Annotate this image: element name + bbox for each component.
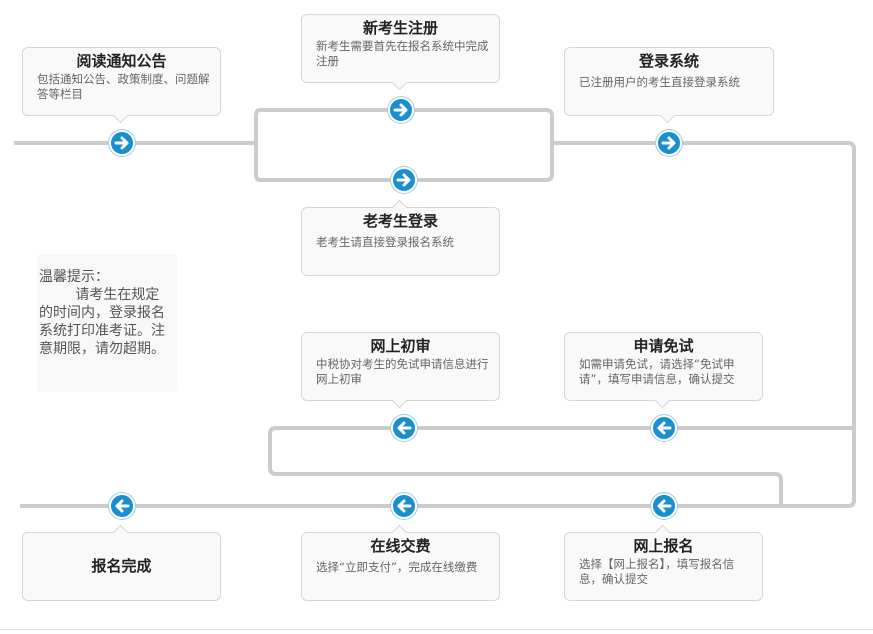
- tip-body: 请考生在规定的时间内，登录报名系统打印准考证。注意期限，请勿超期。: [39, 287, 165, 357]
- step-title: 报名完成: [91, 557, 152, 575]
- arrow-left-icon: [391, 415, 417, 441]
- step-login: 登录系统 已注册用户的考生直接登录系统: [564, 47, 774, 116]
- step-desc: 选择“立即支付”，完成在线缴费: [316, 560, 478, 574]
- step-desc: 选择【网上报名】，填写报名信息，确认提交: [579, 557, 735, 586]
- step-done: 报名完成: [22, 532, 221, 601]
- arrow-left-icon: [391, 493, 417, 519]
- step-desc: 如需申请免试，请选择“免试申请”，填写申请信息，确认提交: [579, 357, 735, 386]
- arrow-right-icon: [391, 167, 417, 193]
- tip-title: 温馨提示：: [39, 269, 109, 285]
- arrow-left-icon: [651, 415, 677, 441]
- step-read-notice: 阅读通知公告 包括通知公告、政策制度、问题解答等栏目: [22, 47, 221, 116]
- arrow-left-icon: [109, 493, 135, 519]
- step-title: 老考生登录: [362, 212, 438, 230]
- step-desc: 新考生需要首先在报名系统中完成注册: [316, 39, 489, 68]
- step-old-login: 老考生登录 老考生请直接登录报名系统: [301, 207, 500, 276]
- step-title: 申请免试: [633, 337, 694, 355]
- line-register-branch-loop: [254, 108, 554, 182]
- step-new-register: 新考生注册 新考生需要首先在报名系统中完成注册: [301, 14, 500, 83]
- reminder-tip-box: 温馨提示： 请考生在规定的时间内，登录报名系统打印准考证。注意期限，请勿超期。: [37, 254, 177, 392]
- step-desc: 已注册用户的考生直接登录系统: [579, 75, 740, 89]
- step-title: 新考生注册: [362, 19, 438, 37]
- step-title: 网上初审: [370, 337, 431, 355]
- step-title: 阅读通知公告: [76, 52, 167, 70]
- step-apply-exempt: 申请免试 如需申请免试，请选择“免试申请”，填写申请信息，确认提交: [564, 332, 763, 401]
- step-desc: 中税协对考生的免试申请信息进行网上初审: [316, 357, 489, 386]
- step-title: 登录系统: [638, 52, 699, 70]
- step-online-signup: 网上报名 选择【网上报名】，填写报名信息，确认提交: [564, 532, 763, 601]
- step-desc: 包括通知公告、政策制度、问题解答等栏目: [37, 72, 210, 101]
- bottom-divider: [0, 629, 873, 630]
- step-desc: 老考生请直接登录报名系统: [316, 235, 454, 249]
- step-online-review: 网上初审 中税协对考生的免试申请信息进行网上初审: [301, 332, 500, 401]
- step-pay-online: 在线交费 选择“立即支付”，完成在线缴费: [301, 532, 500, 601]
- arrow-right-icon: [388, 97, 414, 123]
- step-title: 网上报名: [633, 537, 694, 555]
- arrow-right-icon: [109, 130, 135, 156]
- arrow-left-icon: [651, 493, 677, 519]
- arrow-right-icon: [656, 130, 682, 156]
- step-title: 在线交费: [370, 537, 431, 555]
- line-review-branch-loop: [268, 426, 854, 506]
- line-main-right-down: [20, 141, 856, 508]
